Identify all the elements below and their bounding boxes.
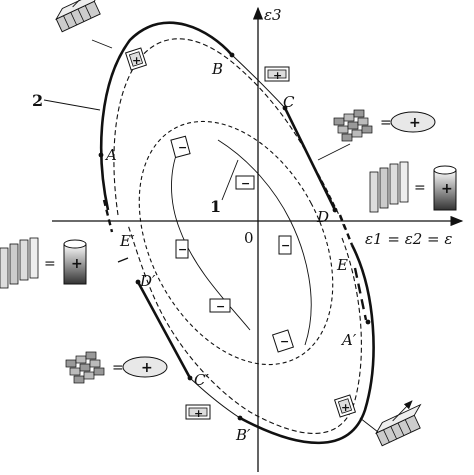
svg-text:+: + [441, 181, 453, 197]
stripe-domain-sketch-top-left [55, 0, 113, 49]
point-a-label: A [104, 146, 117, 164]
curve-1-leader [221, 159, 239, 201]
svg-text:=: = [414, 180, 426, 196]
bubble-lattice-legend-bottom: = + [65, 351, 168, 384]
point-b-prime-marker [237, 415, 243, 421]
origin-label: 0 [244, 229, 254, 247]
svg-text:+: + [409, 115, 421, 131]
svg-text:+: + [71, 256, 83, 272]
curve-2-thin-upper [231, 54, 286, 109]
svg-text:+: + [194, 407, 203, 420]
point-d-marker [332, 207, 338, 213]
svg-text:=: = [112, 360, 124, 376]
column-lattice-legend-right: = + [369, 161, 457, 213]
domain-glyph-plus-top: + [124, 47, 148, 71]
column-lattice-legend-left: = + [0, 237, 87, 289]
point-a-prime-label: A′ [340, 331, 357, 349]
point-d-prime-marker [135, 279, 141, 285]
point-c-label: C [283, 93, 295, 111]
svg-text:+: + [341, 401, 350, 414]
domain-glyph-minus-inner-br: − [271, 329, 295, 353]
svg-text:−: − [241, 177, 250, 190]
curve-2-gap-right [338, 214, 354, 246]
curve-2-dashed-lower [127, 224, 362, 434]
domain-glyph-minus-inner-bottom: − [209, 298, 231, 313]
stripe-domain-sketch-bottom-right [359, 400, 422, 447]
y-axis-label: ε3 [264, 6, 282, 24]
svg-text:=: = [380, 115, 392, 131]
svg-text:+: + [141, 360, 153, 376]
point-c-prime-marker [187, 375, 193, 381]
segment-c-d [283, 107, 337, 211]
point-c-prime-label: C′ [194, 371, 209, 389]
curve-2-label: 2 [32, 91, 43, 110]
curve-2-leader [43, 99, 101, 111]
curve-2-solid-lower [239, 244, 375, 445]
curve-2-gap-lower-left [117, 257, 129, 263]
domain-glyph-minus-inner-left: − [175, 239, 189, 259]
svg-text:+: + [132, 54, 141, 67]
point-e-label: E [336, 256, 348, 274]
curve-2-solid-upper [99, 21, 233, 211]
point-a-prime-marker [365, 319, 371, 325]
curve-1-label: 1 [210, 197, 221, 216]
point-c-marker [282, 105, 288, 111]
curve-1 [138, 120, 334, 366]
curve-2-thin-lower [189, 377, 241, 419]
point-b-label: B [211, 60, 223, 78]
point-d-label: D [316, 208, 329, 226]
curve-2-gap-lower-right [353, 267, 368, 321]
domain-glyph-minus-inner-center: − [235, 175, 255, 190]
point-b-marker [229, 52, 235, 58]
svg-text:−: − [280, 335, 289, 348]
svg-text:−: − [178, 243, 187, 256]
svg-text:−: − [281, 239, 290, 252]
point-b-prime-label: B′ [235, 426, 251, 444]
point-d-prime-label: D′ [139, 272, 156, 290]
segment-c-d-prime [136, 281, 192, 379]
bubble-lattice-legend-top: = + [317, 109, 436, 161]
svg-text:+: + [273, 69, 282, 82]
svg-text:=: = [44, 256, 56, 272]
curve-1-dashed [138, 120, 334, 366]
domain-glyph-plus-bottom: + [185, 404, 211, 420]
domain-glyph-minus-inner-top: − [170, 135, 191, 159]
axes [52, 6, 464, 472]
point-e-prime-label: E′ [119, 232, 135, 250]
domain-glyph-plus-b: + [264, 66, 290, 82]
domain-glyph-minus-inner-right: − [278, 235, 292, 255]
domain-glyph-plus-br: + [333, 394, 357, 418]
point-markers [98, 52, 371, 421]
curve-2-gap-left [102, 199, 114, 233]
svg-text:−: − [178, 141, 187, 154]
svg-text:−: − [216, 300, 225, 313]
point-a-marker [98, 152, 104, 158]
x-axis-label: ε1 = ε2 = ε [365, 230, 452, 248]
